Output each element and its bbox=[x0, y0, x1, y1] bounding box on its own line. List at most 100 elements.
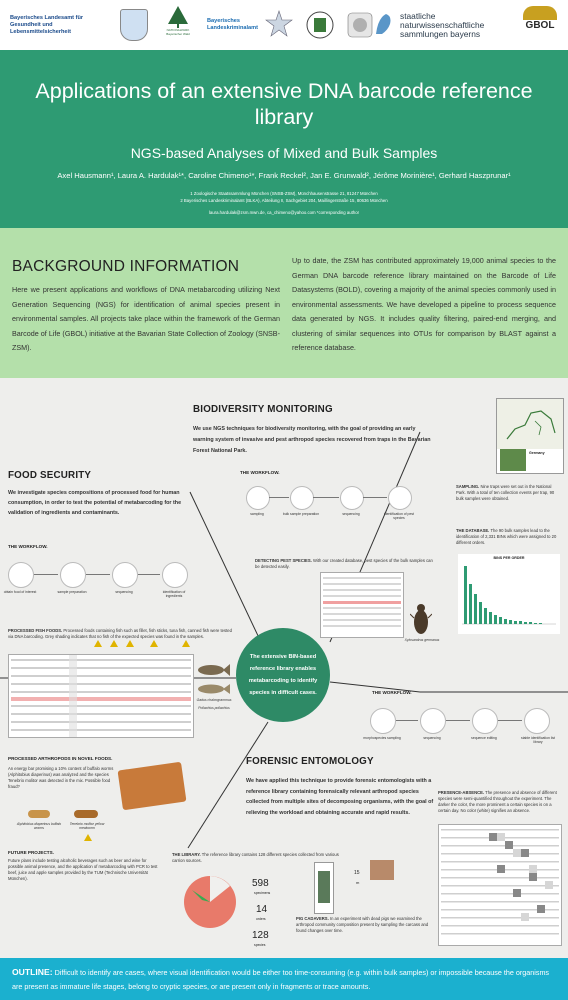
mealworm-icon bbox=[74, 810, 98, 818]
editing-step-icon bbox=[472, 708, 498, 734]
arrow-icon bbox=[313, 497, 339, 498]
library-description: The reference library contains 128 diffe… bbox=[172, 852, 339, 863]
sample-prep-icon bbox=[60, 562, 86, 588]
sampling-label: SAMPLING. bbox=[456, 484, 480, 489]
affiliation-2: 2 Bayerisches Landeskriminalamt (BLKA), … bbox=[180, 198, 388, 203]
logo-strip: Bayerisches Landesamt für Gesundheit und… bbox=[0, 0, 568, 50]
fish-text: PROCESSED FISH FOODS. Processed foods co… bbox=[8, 628, 234, 640]
pig-cadaver-diagram bbox=[314, 862, 334, 914]
insect-caption-2: Tenebrio molitor yellow mealworm bbox=[69, 822, 105, 830]
buffalo-worm-icon bbox=[28, 810, 50, 818]
arthropod-label: PROCESSED ARTHROPODS IN NOVEL FOODS. bbox=[8, 756, 113, 761]
database-description: The 90 bulk samples lead to the identifi… bbox=[456, 528, 557, 545]
fish-caption-1: Gadus chalcogrammus bbox=[196, 698, 232, 702]
forensic-step-2: sequencing bbox=[423, 736, 441, 740]
library-label: THE LIBRARY. bbox=[172, 852, 201, 857]
library-count-2: 14 bbox=[256, 904, 268, 915]
background-right-text: Up to date, the ZSM has contributed appr… bbox=[292, 256, 556, 352]
center-summary-text: The extensive BIN-based reference librar… bbox=[248, 654, 318, 696]
poster-subtitle: NGS-based Analyses of Mixed and Bulk Sam… bbox=[130, 145, 438, 161]
bio-step-2: bulk sample preparation bbox=[282, 512, 320, 516]
outline-description: Difficult to identify are cases, where v… bbox=[12, 968, 550, 991]
database-label: THE DATABASE. bbox=[456, 528, 490, 533]
warning-icon bbox=[126, 640, 134, 647]
arrow-icon bbox=[363, 497, 387, 498]
sampling-description: Nine traps were set out in the National … bbox=[456, 484, 555, 501]
background-left-text: Here we present applications and workflo… bbox=[12, 285, 280, 352]
library-count-3: 128 bbox=[252, 930, 269, 941]
map-label: Germany bbox=[529, 451, 545, 455]
pest-description: With our created database, pest species … bbox=[255, 558, 433, 569]
future-label: FUTURE PROJECTS. bbox=[8, 850, 54, 855]
sequencing-icon bbox=[112, 562, 138, 588]
arrow-icon bbox=[138, 574, 160, 575]
bio-workflow-label: THE WORKFLOW. bbox=[240, 470, 280, 475]
biodiversity-text: We use NGS techniques for biodiversity m… bbox=[193, 426, 431, 454]
seal-logo-icon bbox=[345, 6, 375, 44]
background-heading: BACKGROUND INFORMATION bbox=[12, 258, 240, 275]
library-step-icon bbox=[524, 708, 550, 734]
library-unit-2: orders bbox=[256, 917, 266, 921]
food-text: We investigate species compositions of p… bbox=[8, 490, 182, 516]
biodiversity-heading: BIODIVERSITY MONITORING bbox=[193, 404, 333, 415]
bulk-prep-step-icon bbox=[290, 486, 314, 510]
background-section: BACKGROUND INFORMATION Here we present a… bbox=[0, 228, 568, 378]
warning-icon bbox=[94, 640, 102, 647]
snsb-logo: staatliche naturwissenschaftliche sammlu… bbox=[400, 6, 515, 44]
fish-icon bbox=[198, 684, 230, 694]
tum-crest-icon bbox=[305, 6, 335, 44]
forensic-step-4: stable identification list library bbox=[521, 736, 555, 744]
fish-icon bbox=[198, 664, 230, 676]
arrow-icon bbox=[498, 720, 522, 721]
beetle-caption: Xylosandrus germanus bbox=[404, 638, 440, 642]
database-text: THE DATABASE. The 90 bulk samples lead t… bbox=[456, 528, 562, 546]
nationalpark-text: NATIONALPARK Bayerischer Wald bbox=[166, 28, 190, 36]
bins-chart-title: BINS PER ORDER bbox=[493, 556, 525, 560]
bio-step-4: identification of pest species bbox=[384, 512, 414, 520]
fish-results-table bbox=[8, 654, 194, 738]
outline-text: OUTLINE: Difficult to identify are cases… bbox=[12, 965, 560, 994]
arrow-icon bbox=[396, 720, 418, 721]
warning-icon bbox=[84, 834, 92, 841]
cadaver-count: 15 bbox=[354, 870, 360, 876]
lka-line2: Landeskriminalamt bbox=[207, 25, 258, 31]
snsb-line3: sammlungen bayerns bbox=[400, 28, 481, 39]
library-unit-1: specimens bbox=[254, 891, 271, 895]
cadaver-unit: m bbox=[356, 880, 360, 885]
lgl-logo-text: Bayerisches Landesamt für Gesundheit und… bbox=[10, 14, 84, 35]
snsb-line2: naturwissenschaftliche bbox=[400, 19, 485, 30]
forensic-heading: FORENSIC ENTOMOLOGY bbox=[246, 756, 374, 767]
pest-table bbox=[320, 572, 404, 638]
arthropod-text: An energy bar promising a 10% content of… bbox=[8, 766, 114, 789]
pest-label: DETECTING PEST SPECIES. bbox=[255, 558, 312, 563]
police-star-icon bbox=[265, 6, 293, 44]
snsb-line1: staatliche bbox=[400, 10, 436, 21]
gbol-logo: GBOL bbox=[518, 6, 562, 44]
cadaver-text: PIG CADAVERS. In an experiment with dead… bbox=[296, 916, 438, 934]
food-step-2: sample preparation bbox=[57, 590, 87, 594]
fish-table-rows bbox=[11, 655, 191, 737]
food-step-4: identification of ingredients bbox=[162, 590, 186, 598]
gbol-arc-icon bbox=[523, 6, 557, 20]
warning-icon bbox=[182, 640, 190, 647]
bio-step-1: sampling bbox=[250, 512, 264, 516]
fish-label: PROCESSED FISH FOODS. bbox=[8, 628, 63, 633]
affiliation-1: 1 Zoologische Staatssammlung München (SN… bbox=[190, 191, 378, 196]
food-heading: FOOD SECURITY bbox=[8, 470, 92, 481]
zsm-bird-icon bbox=[372, 6, 396, 44]
warning-icon bbox=[110, 640, 118, 647]
nationalpark-logo: NATIONALPARK Bayerischer Wald bbox=[162, 6, 194, 44]
forensic-workflow-label: THE WORKFLOW. bbox=[372, 690, 412, 695]
pest-text: DETECTING PEST SPECIES. With our created… bbox=[255, 558, 435, 570]
bins-chart: BINS PER ORDER bbox=[458, 554, 560, 634]
main-panel: The extensive BIN-based reference librar… bbox=[0, 392, 568, 958]
sampling-text: SAMPLING. Nine traps were set out in the… bbox=[456, 484, 562, 502]
sequencing-step-icon bbox=[340, 486, 364, 510]
park-map: Germany bbox=[496, 398, 564, 474]
arrow-icon bbox=[86, 574, 110, 575]
presence-label: PRESENCE-ABSENCE. bbox=[438, 790, 485, 795]
presence-grid bbox=[441, 829, 559, 935]
arrow-icon bbox=[269, 497, 289, 498]
poster-header: Applications of an extensive DNA barcode… bbox=[0, 50, 568, 228]
presence-description: The presence and absence of different sp… bbox=[438, 790, 557, 813]
